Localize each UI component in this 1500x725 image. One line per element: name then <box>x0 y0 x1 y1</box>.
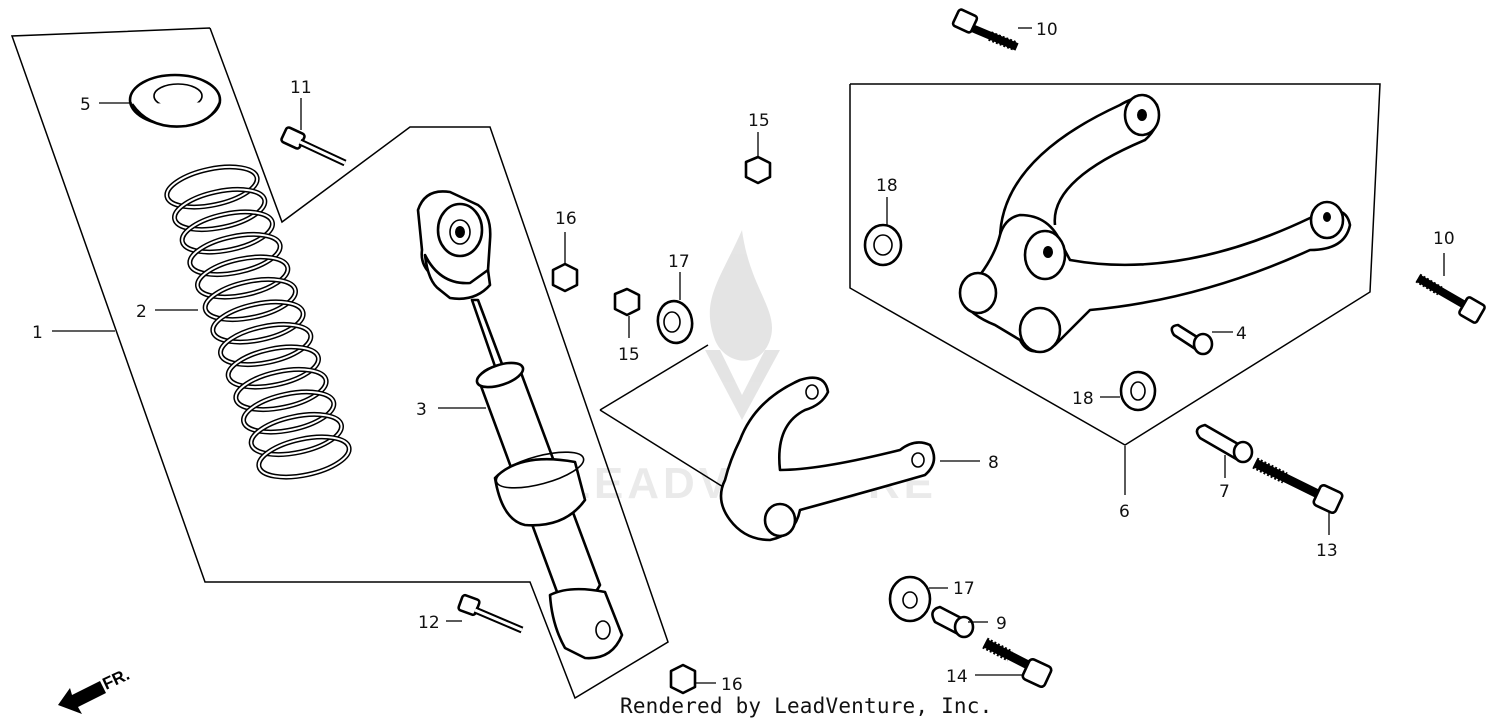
dust-seal-part-17-bottom <box>888 575 932 623</box>
spring-seat-part-5 <box>128 73 222 128</box>
callout-labels: 1 2 3 4 5 6 7 8 9 10 10 11 12 13 14 15 1… <box>32 20 1455 695</box>
callout-8: 8 <box>988 453 999 473</box>
dust-seal-part-18-top <box>863 223 903 267</box>
spring-coil <box>234 368 328 411</box>
nut-part-16-bottom <box>669 663 697 695</box>
callout-5: 5 <box>80 95 91 115</box>
callout-16-top: 16 <box>555 209 577 229</box>
spring-coil <box>181 210 274 254</box>
callout-1: 1 <box>32 323 43 343</box>
callout-17-top: 17 <box>668 252 690 272</box>
coil-spring-part-2 <box>164 164 352 480</box>
linkage-assembly-outline <box>849 83 1381 446</box>
bolt-part-10-top <box>951 8 1019 51</box>
spring-coil <box>173 188 266 231</box>
spring-coil <box>211 300 305 344</box>
bolt-part-11 <box>280 126 347 167</box>
callout-14: 14 <box>946 667 968 687</box>
bolt-part-14 <box>982 637 1053 689</box>
callout-9: 9 <box>996 614 1007 634</box>
callout-18-top: 18 <box>876 176 898 196</box>
callout-7: 7 <box>1219 482 1230 502</box>
render-credit: Rendered by LeadVenture, Inc. <box>620 694 993 718</box>
spring-coil <box>242 390 335 434</box>
collar-part-9 <box>931 605 975 639</box>
collar-part-4 <box>1170 323 1214 356</box>
nut-part-16-top <box>551 262 579 293</box>
callout-17-bottom: 17 <box>953 579 975 599</box>
callout-16-bottom: 16 <box>721 675 743 695</box>
front-direction-arrow: FR. <box>58 665 133 714</box>
arrow-icon <box>58 681 106 714</box>
dust-seal-part-18-bottom <box>1119 370 1157 412</box>
link-plate-outline <box>599 344 709 411</box>
callout-15-top: 15 <box>748 111 770 131</box>
front-label: FR. <box>100 665 133 694</box>
bolt-part-13 <box>1252 457 1344 515</box>
shock-arm-part-6 <box>958 93 1352 354</box>
dust-seal-part-17-top <box>656 299 694 345</box>
link-plate-part-8 <box>719 376 936 542</box>
nut-part-15-top <box>744 155 772 185</box>
spring-coil <box>219 323 312 366</box>
nut-part-15-mid <box>613 287 641 317</box>
callout-11: 11 <box>290 78 312 98</box>
callout-10-top: 10 <box>1036 20 1058 40</box>
callout-2: 2 <box>136 302 147 322</box>
callout-15-mid: 15 <box>618 345 640 365</box>
shock-assembly-outline <box>10 27 669 700</box>
callout-4: 4 <box>1236 324 1247 344</box>
callout-18-bottom: 18 <box>1072 389 1094 409</box>
spring-coil <box>204 278 297 321</box>
spring-coil <box>165 165 259 209</box>
spring-coil <box>257 435 351 479</box>
spring-coil <box>188 233 282 276</box>
callout-12: 12 <box>418 613 440 633</box>
leader-lines <box>52 27 1445 684</box>
bolt-part-10-right <box>1415 273 1486 324</box>
shock-absorber-part-3 <box>416 190 624 660</box>
callout-13: 13 <box>1316 541 1338 561</box>
bolt-part-12 <box>457 593 524 634</box>
callout-6: 6 <box>1119 502 1130 522</box>
spring-coil <box>250 413 343 456</box>
spring-coil <box>196 255 289 299</box>
callout-3: 3 <box>416 400 427 420</box>
spring-coil <box>227 345 320 389</box>
collar-part-7 <box>1195 423 1254 464</box>
callout-10-right: 10 <box>1433 229 1455 249</box>
